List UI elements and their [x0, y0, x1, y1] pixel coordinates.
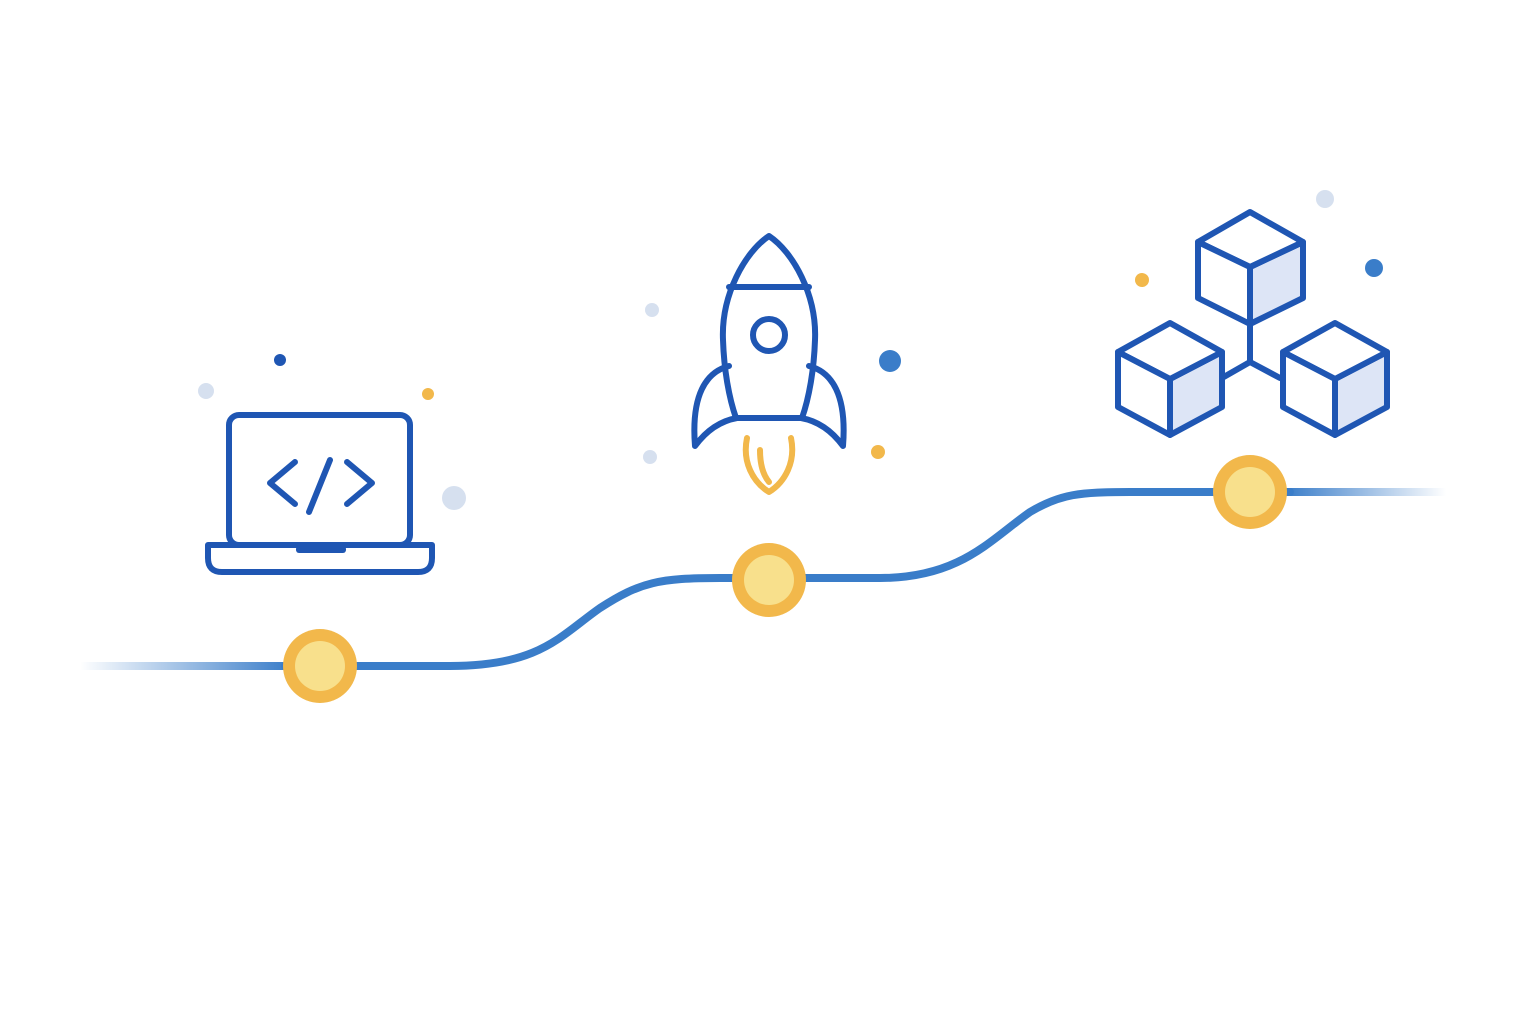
- cube-right: [1280, 320, 1390, 438]
- dot: [422, 388, 434, 400]
- dot: [1135, 273, 1149, 287]
- laptop-notch: [296, 546, 346, 553]
- laptop-base: [205, 542, 435, 575]
- dot: [1316, 190, 1334, 208]
- code-slash: [306, 457, 333, 515]
- laptop-code-icon: [205, 412, 435, 575]
- modules-cubes-icon: [1115, 209, 1390, 438]
- progress-path: [80, 488, 1446, 670]
- rocket-window: [750, 316, 788, 354]
- milestone-node-launch[interactable]: [732, 543, 806, 617]
- milestone-node-develop[interactable]: [283, 629, 357, 703]
- cube-top: [1195, 209, 1306, 327]
- cube-connector-right: [1247, 359, 1283, 381]
- dot: [442, 486, 466, 510]
- rocket-flame: [742, 435, 796, 495]
- rocket-icon: [691, 233, 847, 495]
- rocket-fin-right: [798, 363, 847, 449]
- dot: [643, 450, 657, 464]
- dot: [879, 350, 901, 372]
- dot: [645, 303, 659, 317]
- path-fade-right: [1286, 488, 1446, 496]
- dot: [274, 354, 286, 366]
- code-bracket-left: [267, 459, 298, 507]
- rocket-flame-inner: [757, 447, 772, 485]
- path-main-curve: [281, 488, 1294, 670]
- dot: [1365, 259, 1383, 277]
- cube-connector-left: [1219, 359, 1253, 381]
- rocket-fin-left: [691, 363, 740, 449]
- cube-left: [1115, 320, 1225, 438]
- code-bracket-right: [344, 459, 375, 507]
- dot: [871, 445, 885, 459]
- milestone-node-scale[interactable]: [1213, 455, 1287, 529]
- rocket-body: [719, 233, 819, 421]
- decorative-dots: [198, 190, 1383, 510]
- dot: [198, 383, 214, 399]
- path-fade-left: [80, 662, 290, 670]
